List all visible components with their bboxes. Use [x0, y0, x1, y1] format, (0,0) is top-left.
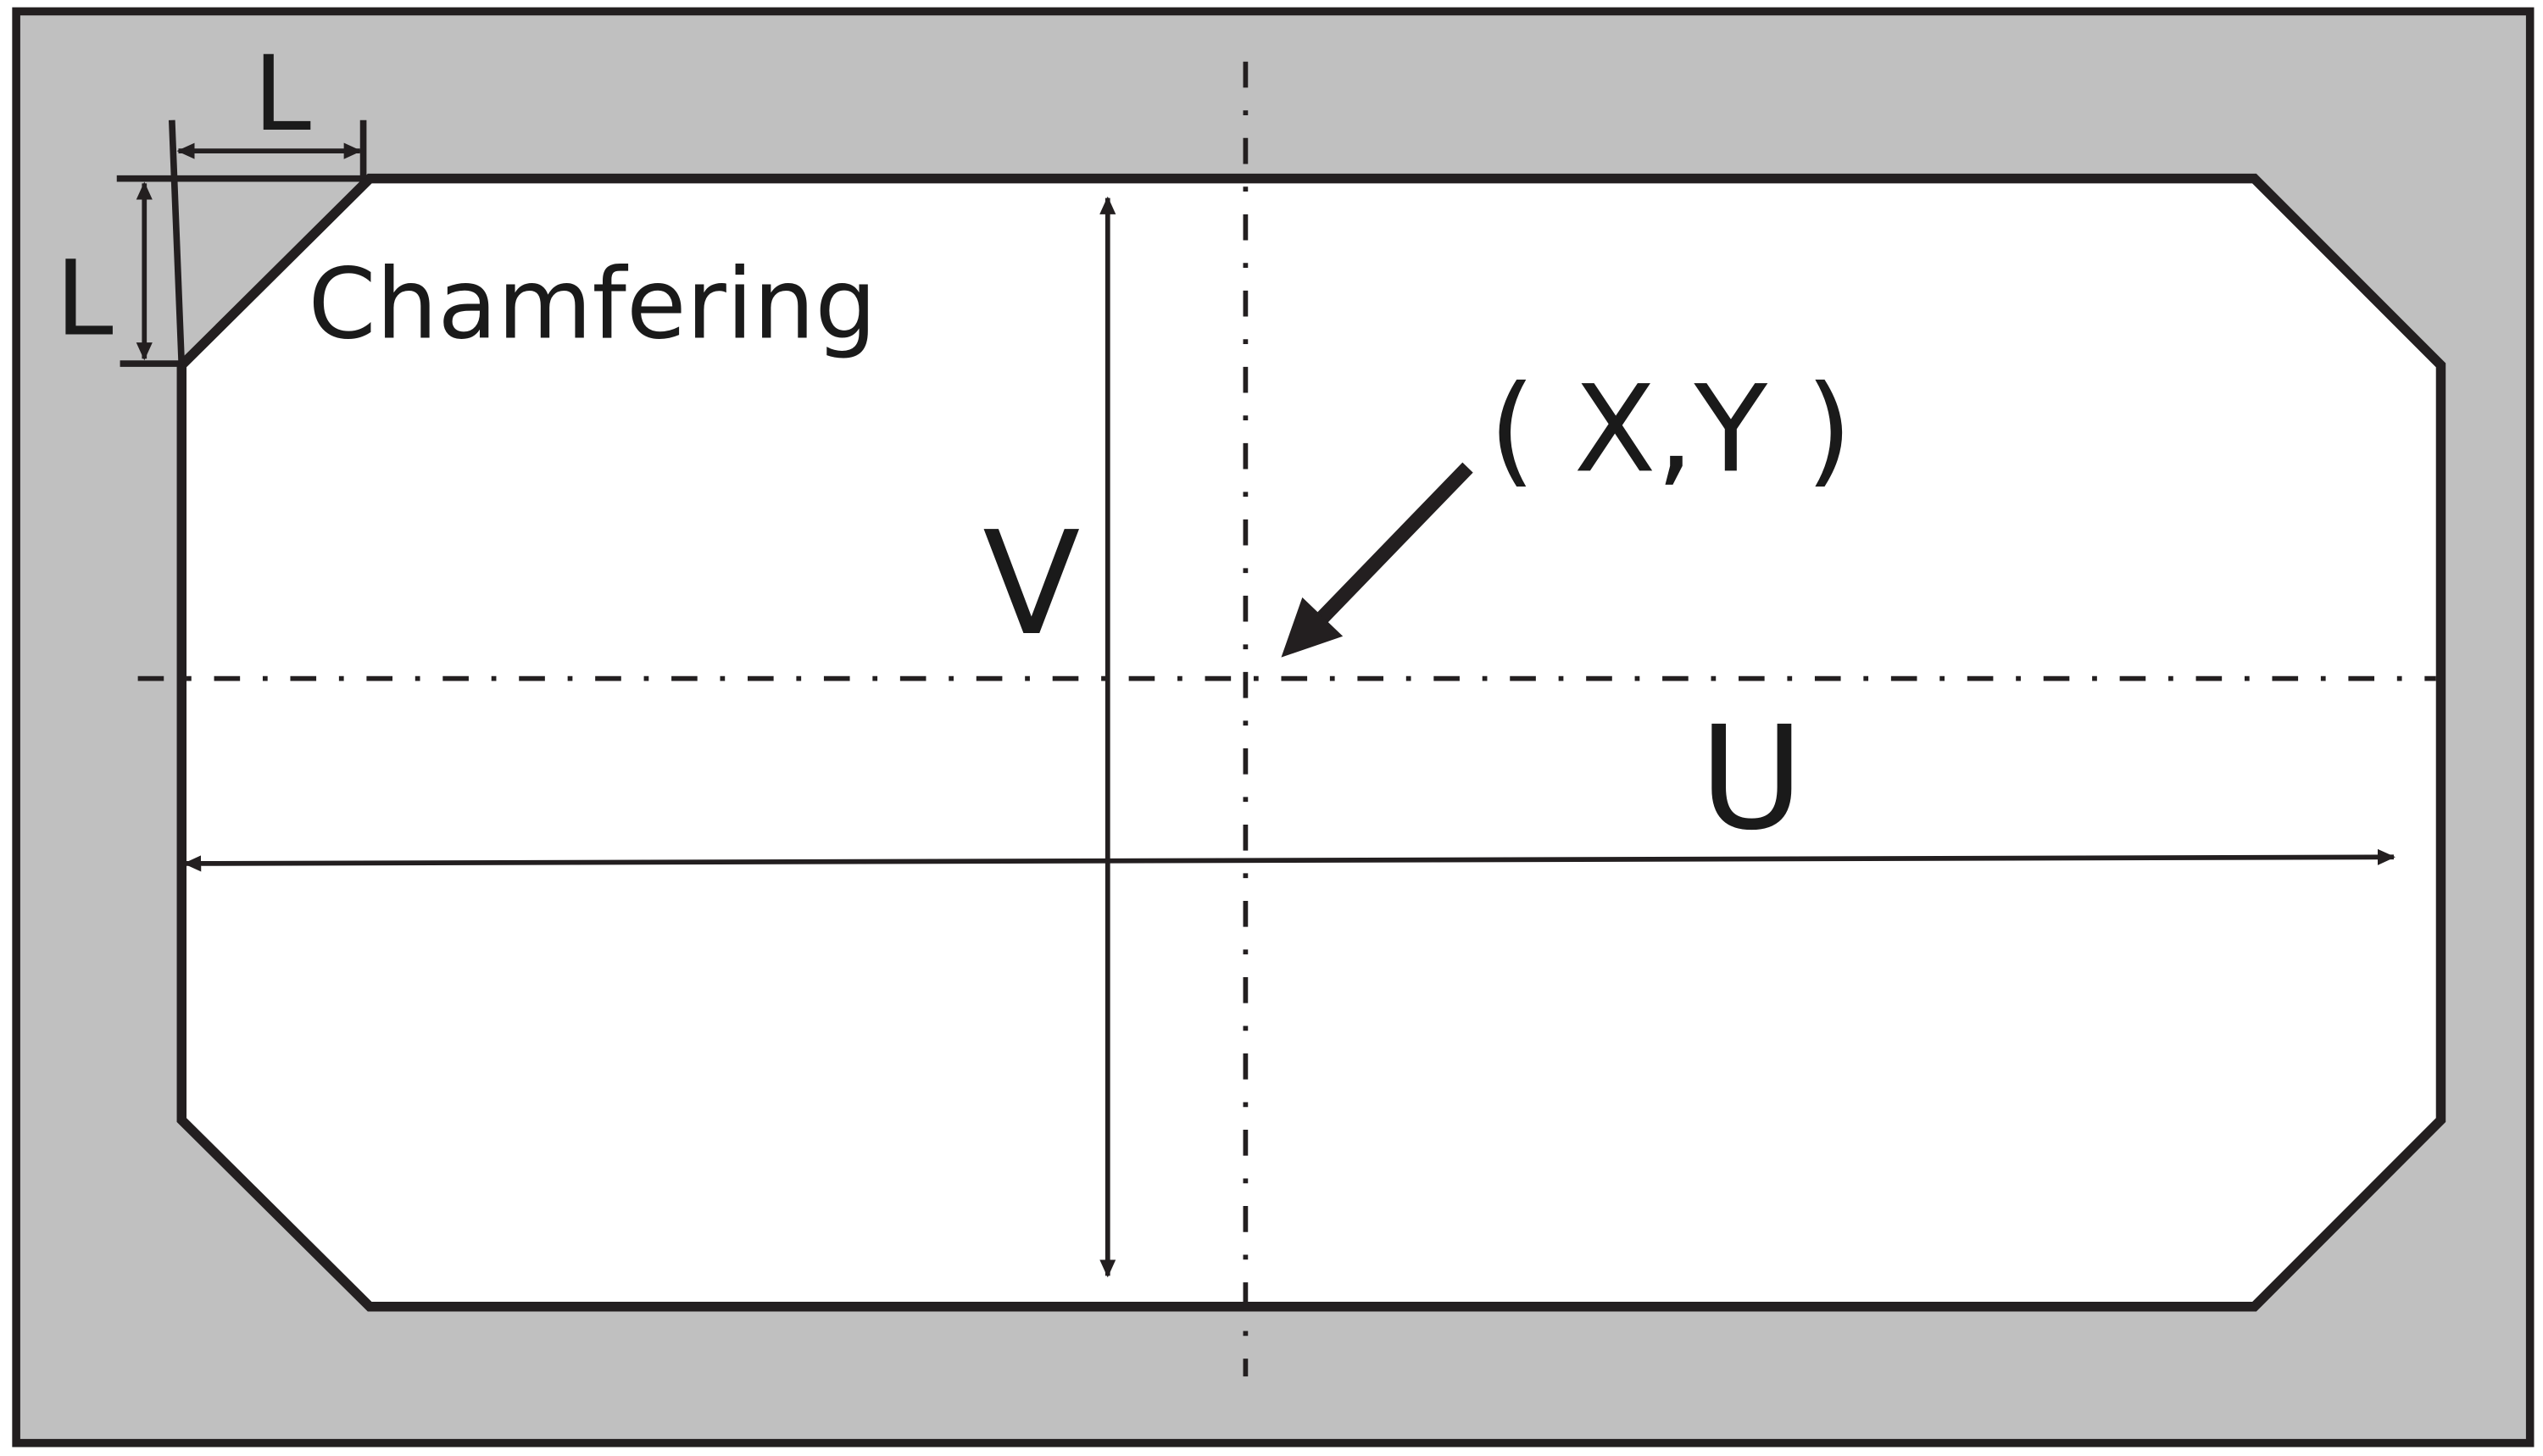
chamfer-length-label-horizontal: L — [253, 33, 311, 154]
chamfering-label: Chamfering — [309, 247, 877, 361]
chamfer-extension-line — [168, 119, 186, 366]
center-pointer-arrow — [1281, 462, 1473, 658]
height-label: V — [982, 501, 1080, 667]
center-point-label: ( X,Y ) — [1489, 360, 1852, 499]
width-label: U — [1700, 696, 1804, 862]
chamfer-length-label-vertical: L — [55, 237, 113, 358]
chamfered-plate — [176, 173, 2446, 1312]
width-dimension-arrow — [183, 848, 2396, 872]
